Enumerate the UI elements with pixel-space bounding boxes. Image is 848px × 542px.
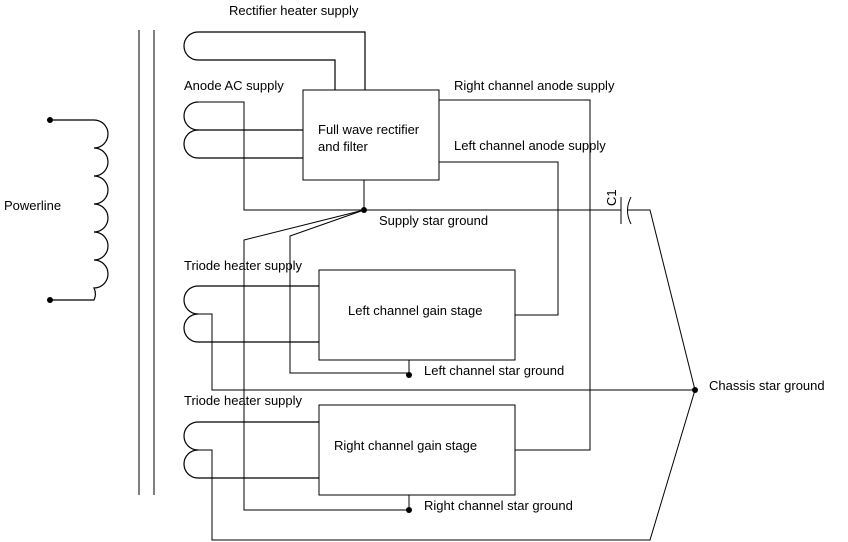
- right-star-label: Right channel star ground: [424, 498, 573, 513]
- rectifier-box-label-line1: Full wave rectifier: [318, 122, 420, 137]
- left-star-label: Left channel star ground: [424, 363, 564, 378]
- supply-star-to-left-ground: [289, 209, 409, 374]
- right-anode-supply-wire: [439, 99, 591, 451]
- c1-label: C1: [604, 189, 619, 206]
- rectifier-box-label-line2: and filter: [318, 139, 369, 154]
- triode-heater-2-label: Triode heater supply: [184, 393, 303, 408]
- chassis-star-label: Chassis star ground: [709, 378, 825, 393]
- anode-ac-label: Anode AC supply: [184, 78, 284, 93]
- left-gain-stage-box: [318, 269, 516, 361]
- left-star-ground-node: [406, 372, 412, 378]
- left-anode-supply-wire: [439, 161, 559, 316]
- rectifier-heater-label: Rectifier heater supply: [229, 3, 359, 18]
- right-star-ground-node: [406, 507, 412, 513]
- supply-star-label: Supply star ground: [379, 213, 488, 228]
- primary-terminal-bottom: [47, 297, 53, 303]
- supply-star-to-right-ground: [243, 209, 409, 511]
- primary-terminal-top: [47, 117, 53, 123]
- triode-heater-winding-right: [183, 389, 696, 541]
- anode-ac-winding: [183, 101, 364, 211]
- left-gain-stage-label: Left channel gain stage: [348, 303, 482, 318]
- triode-heater-1-label: Triode heater supply: [184, 258, 303, 273]
- c1-to-chassis-wire: [627, 209, 696, 391]
- rectifier-filter-box: [302, 89, 440, 181]
- powerline-label: Powerline: [4, 198, 61, 213]
- right-gain-stage-box: [318, 404, 516, 496]
- primary-winding: [47, 117, 109, 303]
- right-gain-stage-label: Right channel gain stage: [334, 438, 477, 453]
- left-anode-label: Left channel anode supply: [454, 138, 606, 153]
- right-anode-label: Right channel anode supply: [454, 78, 615, 93]
- rectifier-heater-winding: [183, 31, 366, 90]
- triode-heater-winding-left: [183, 285, 695, 391]
